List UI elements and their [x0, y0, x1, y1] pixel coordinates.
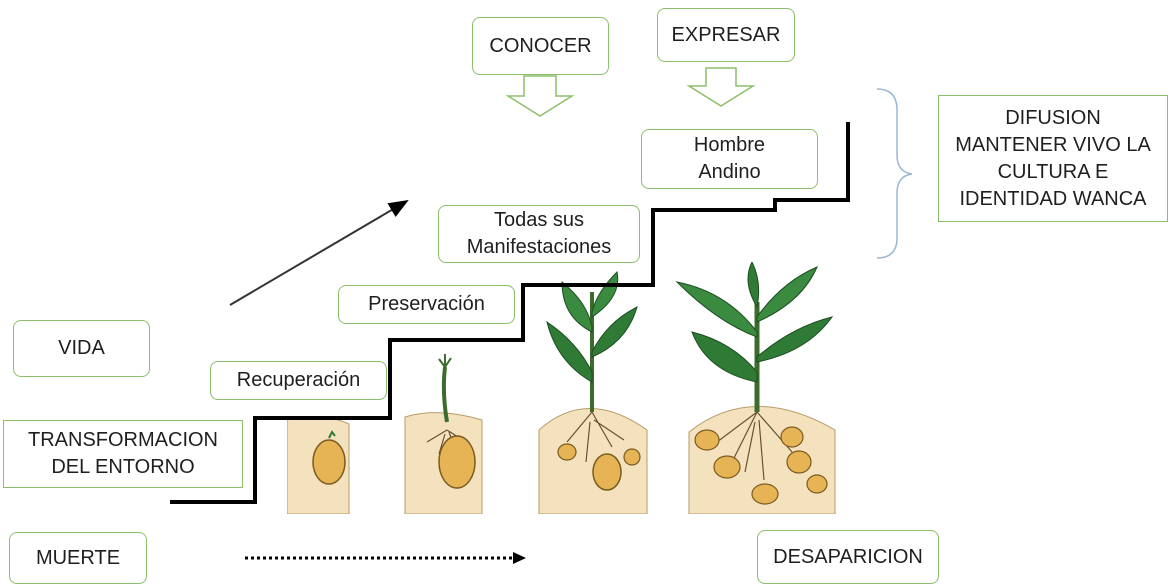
manifestaciones-label: Todas sus Manifestaciones — [466, 209, 612, 258]
right-brace-icon — [876, 88, 913, 259]
transformacion-label: TRANSFORMACION DEL ENTORNO — [28, 429, 218, 478]
transformacion-box: TRANSFORMACION DEL ENTORNO — [3, 420, 243, 488]
growth-stage-young-plant — [538, 270, 648, 514]
desaparicion-label: DESAPARICION — [773, 545, 923, 568]
muerte-label: MUERTE — [35, 546, 121, 569]
hombre-andino-box: Hombre Andino — [641, 129, 818, 189]
desaparicion-box: DESAPARICION — [757, 530, 939, 584]
growth-stage-mature-plant — [675, 262, 836, 514]
recuperacion-label: Recuperación — [236, 369, 361, 391]
expresar-down-arrow-icon — [686, 67, 756, 107]
dotted-arrow-head — [513, 552, 526, 564]
difusion-box: DIFUSION MANTENER VIVO LA CULTURA E IDEN… — [938, 95, 1168, 222]
vida-label: VIDA — [58, 337, 105, 359]
recuperacion-box: Recuperación — [210, 361, 387, 400]
hombre-andino-label: Hombre Andino — [693, 134, 766, 183]
growth-diagonal-arrow — [229, 199, 409, 306]
conocer-label: CONOCER — [489, 34, 592, 57]
expresar-label: EXPRESAR — [671, 23, 781, 46]
preservacion-label: Preservación — [368, 293, 485, 315]
muerte-box: MUERTE — [9, 532, 147, 584]
growth-stage-seed — [287, 416, 350, 514]
expresar-box: EXPRESAR — [657, 8, 795, 62]
growth-stage-sprout — [404, 354, 483, 514]
preservacion-box: Preservación — [338, 285, 515, 324]
difusion-label: DIFUSION MANTENER VIVO LA CULTURA E IDEN… — [955, 106, 1151, 210]
manifestaciones-box: Todas sus Manifestaciones — [438, 205, 640, 263]
conocer-box: CONOCER — [472, 17, 609, 75]
conocer-down-arrow-icon — [505, 75, 575, 117]
staircase-line — [170, 122, 850, 504]
vida-box: VIDA — [13, 320, 150, 377]
potato-growth-illustration — [287, 262, 836, 514]
